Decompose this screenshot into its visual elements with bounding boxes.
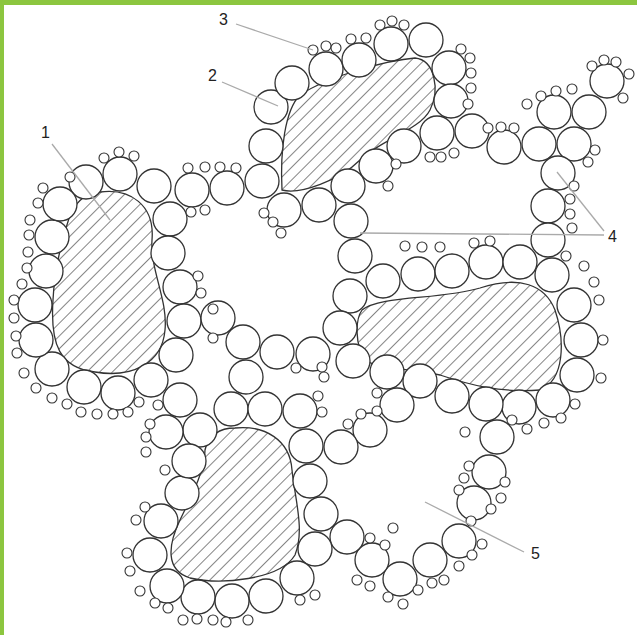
frame-bar xyxy=(0,0,4,635)
small-particles xyxy=(9,16,634,627)
callout-number: 4 xyxy=(607,229,618,245)
callout-number: 1 xyxy=(40,125,51,141)
large-particles xyxy=(52,58,561,581)
callout-number: 2 xyxy=(207,68,218,84)
leader-lines xyxy=(52,24,604,552)
callout-number: 3 xyxy=(218,12,229,28)
medium-particles xyxy=(18,23,624,618)
frame-bar xyxy=(0,0,637,5)
callout-number: 5 xyxy=(530,546,541,562)
